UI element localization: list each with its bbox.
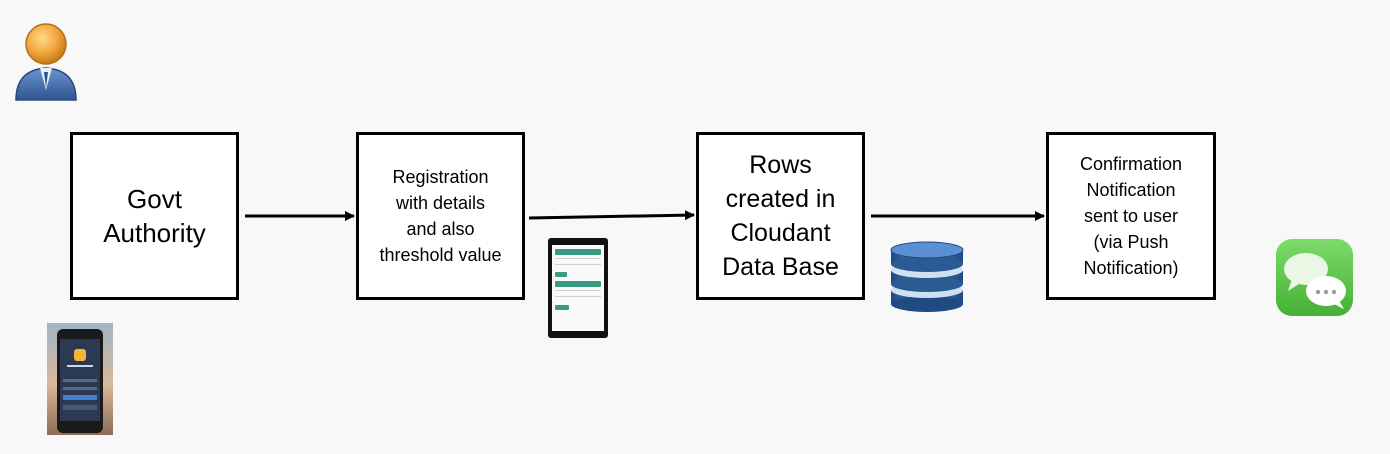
node-cloudant-rows: Rows created in Cloudant Data Base bbox=[696, 132, 865, 300]
node-label: Govt Authority bbox=[103, 184, 206, 248]
edge-b2-b3 bbox=[528, 210, 695, 221]
node-registration: Registration with details and also thres… bbox=[356, 132, 525, 300]
phone-login-screenshot-icon bbox=[47, 323, 113, 435]
phone-form-screenshot-icon bbox=[548, 238, 608, 338]
node-confirmation-notification: Confirmation Notification sent to user (… bbox=[1046, 132, 1216, 300]
node-govt-authority: Govt Authority bbox=[70, 132, 239, 300]
node-label: Registration with details and also thres… bbox=[379, 167, 502, 265]
user-avatar-icon bbox=[15, 23, 77, 101]
node-label: Rows created in Cloudant Data Base bbox=[722, 151, 839, 281]
messages-app-icon bbox=[1276, 239, 1353, 316]
node-label: Confirmation Notification sent to user (… bbox=[1079, 154, 1183, 278]
database-icon bbox=[890, 241, 964, 312]
